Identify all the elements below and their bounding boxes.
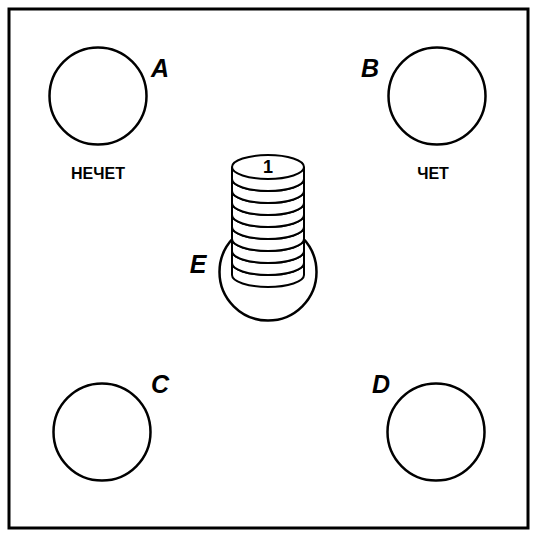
position-letter: C <box>151 372 169 397</box>
disk-number: 1 <box>263 158 273 176</box>
hole-circle: BЧЕТ <box>387 46 487 146</box>
hole-circle: E <box>218 222 318 322</box>
circle-outline <box>52 382 152 482</box>
position-letter: B <box>361 56 379 81</box>
disk-stack <box>218 222 318 322</box>
board-border <box>9 9 528 528</box>
position-letter: D <box>372 372 390 397</box>
position-letter: A <box>151 56 169 81</box>
hole-circle: AНЕЧЕТ <box>48 46 148 146</box>
circle-outline <box>48 46 148 146</box>
circle-outline <box>386 382 486 482</box>
circle-outline <box>387 46 487 146</box>
hole-circle: C <box>52 382 152 482</box>
position-letter: E <box>190 252 207 277</box>
position-word: НЕЧЕТ <box>71 166 125 182</box>
hole-circle: D <box>386 382 486 482</box>
position-word: ЧЕТ <box>417 166 449 182</box>
